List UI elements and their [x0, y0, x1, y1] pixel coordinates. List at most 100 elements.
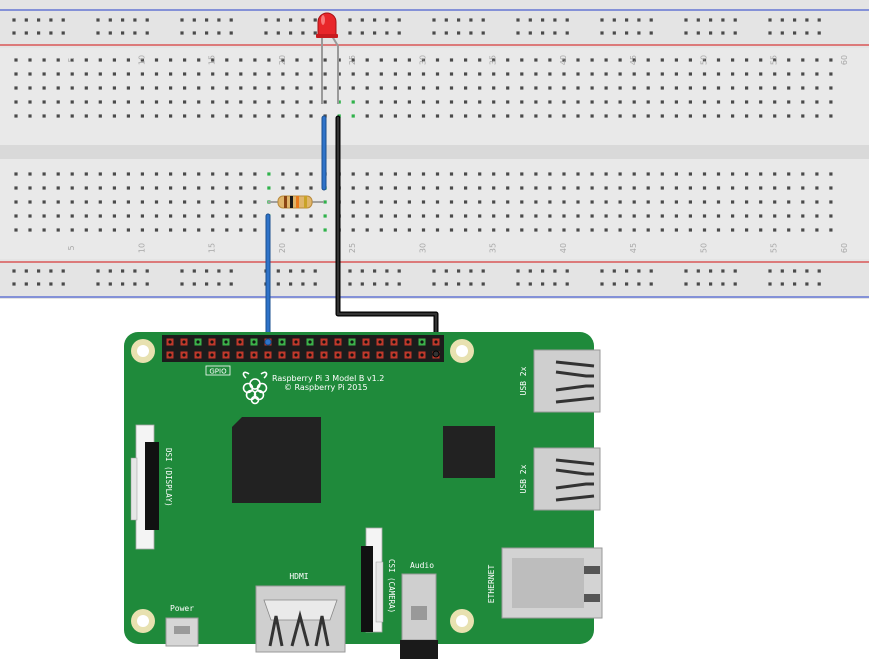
breadboard-hole: [435, 186, 440, 190]
breadboard-hole: [56, 214, 60, 218]
breadboard-hole: [660, 214, 664, 218]
breadboard-hole: [365, 200, 369, 204]
breadboard-hole: [688, 214, 692, 218]
breadboard-hole: [112, 114, 116, 118]
breadboard-hole: [112, 86, 116, 90]
center-channel: [0, 145, 869, 159]
gpio-pin-hole: [210, 340, 214, 344]
breadboard-hole: [793, 31, 797, 35]
breadboard-hole: [688, 100, 692, 104]
breadboard-hole: [42, 86, 46, 90]
breadboard-hole: [548, 200, 552, 204]
breadboard-hole: [239, 172, 243, 176]
breadboard-hole: [688, 186, 692, 190]
breadboard-hole: [618, 86, 622, 90]
breadboard-hole: [829, 214, 833, 218]
breadboard-hole: [14, 172, 18, 176]
breadboard-hole: [520, 186, 524, 190]
breadboard-hole: [61, 282, 65, 286]
breadboard-hole: [478, 172, 482, 176]
breadboard-hole: [98, 214, 102, 218]
breadboard-hole: [217, 282, 221, 286]
breadboard-hole: [801, 172, 805, 176]
breadboard-hole: [702, 100, 707, 104]
column-number: 60: [840, 55, 849, 65]
breadboard-hole: [721, 31, 725, 35]
breadboard-hole: [225, 58, 229, 62]
breadboard-hole: [24, 282, 28, 286]
breadboard-hole: [24, 269, 28, 273]
breadboard-hole: [745, 214, 749, 218]
breadboard-hole: [612, 269, 616, 273]
breadboard-hole: [449, 86, 454, 90]
breadboard-hole: [702, 186, 707, 190]
breadboard-hole: [379, 58, 383, 62]
breadboard-hole: [28, 200, 32, 204]
breadboard-hole: [506, 172, 510, 176]
breadboard-hole: [169, 172, 173, 176]
breadboard-hole: [140, 86, 144, 90]
breadboard-hole: [637, 282, 641, 286]
hdmi-pin-shape: [268, 615, 284, 647]
breadboard-hole: [632, 86, 636, 90]
breadboard-hole: [449, 172, 454, 176]
breadboard-hole: [14, 100, 18, 104]
breadboard-hole: [674, 228, 678, 232]
breadboard-hole: [632, 172, 636, 176]
breadboard-hole: [801, 114, 805, 118]
breadboard-hole: [464, 228, 468, 232]
red-led: [316, 12, 339, 104]
breadboard-hole: [829, 172, 833, 176]
bottom-power-rail: [0, 259, 869, 299]
breadboard-hole: [787, 100, 791, 104]
breadboard-hole: [534, 114, 538, 118]
breadboard-hole: [696, 18, 700, 22]
breadboard-hole: [660, 200, 664, 204]
breadboard-hole: [56, 200, 60, 204]
breadboard-hole: [492, 228, 496, 232]
breadboard-hole: [600, 18, 604, 22]
breadboard-hole: [649, 269, 653, 273]
breadboard-hole: [211, 114, 215, 118]
breadboard-hole: [702, 214, 707, 218]
breadboard-hole: [660, 114, 664, 118]
breadboard-hole: [637, 18, 641, 22]
breadboard-hole: [787, 186, 791, 190]
breadboard-hole: [541, 269, 545, 273]
column-number: 10: [137, 55, 146, 65]
breadboard-hole: [281, 114, 285, 118]
breadboard-hole: [590, 214, 594, 218]
breadboard-hole: [731, 200, 735, 204]
breadboard-hole: [96, 282, 100, 286]
breadboard-hole: [253, 186, 257, 190]
breadboard-hole: [385, 18, 389, 22]
breadboard-hole: [457, 31, 461, 35]
breadboard-hole: [745, 114, 749, 118]
breadboard-hole: [817, 269, 821, 273]
dsi-label: DSI (DISPLAY): [164, 448, 173, 507]
breadboard-hole: [649, 31, 653, 35]
breadboard-hole: [562, 200, 566, 204]
breadboard-hole: [733, 269, 737, 273]
breadboard-hole: [815, 186, 819, 190]
breadboard-hole: [780, 18, 784, 22]
breadboard-hole: [534, 200, 538, 204]
hdmi-label: HDMI: [289, 572, 308, 581]
breadboard-hole: [541, 282, 545, 286]
breadboard-hole: [295, 186, 299, 190]
ethernet-label: ETHERNET: [487, 565, 496, 604]
breadboard-hole: [309, 114, 313, 118]
usb-tongue: [555, 494, 595, 502]
breadboard-hole: [154, 200, 159, 204]
breadboard-hole: [239, 114, 243, 118]
breadboard-hole: [660, 172, 664, 176]
breadboard-hole: [281, 228, 285, 232]
breadboard-hole: [42, 186, 46, 190]
breadboard-hole: [492, 214, 496, 218]
breadboard-hole-active: [267, 186, 271, 190]
breadboard-hole: [562, 214, 566, 218]
breadboard-hole: [696, 282, 700, 286]
breadboard-hole: [506, 114, 510, 118]
breadboard-hole: [478, 72, 482, 76]
